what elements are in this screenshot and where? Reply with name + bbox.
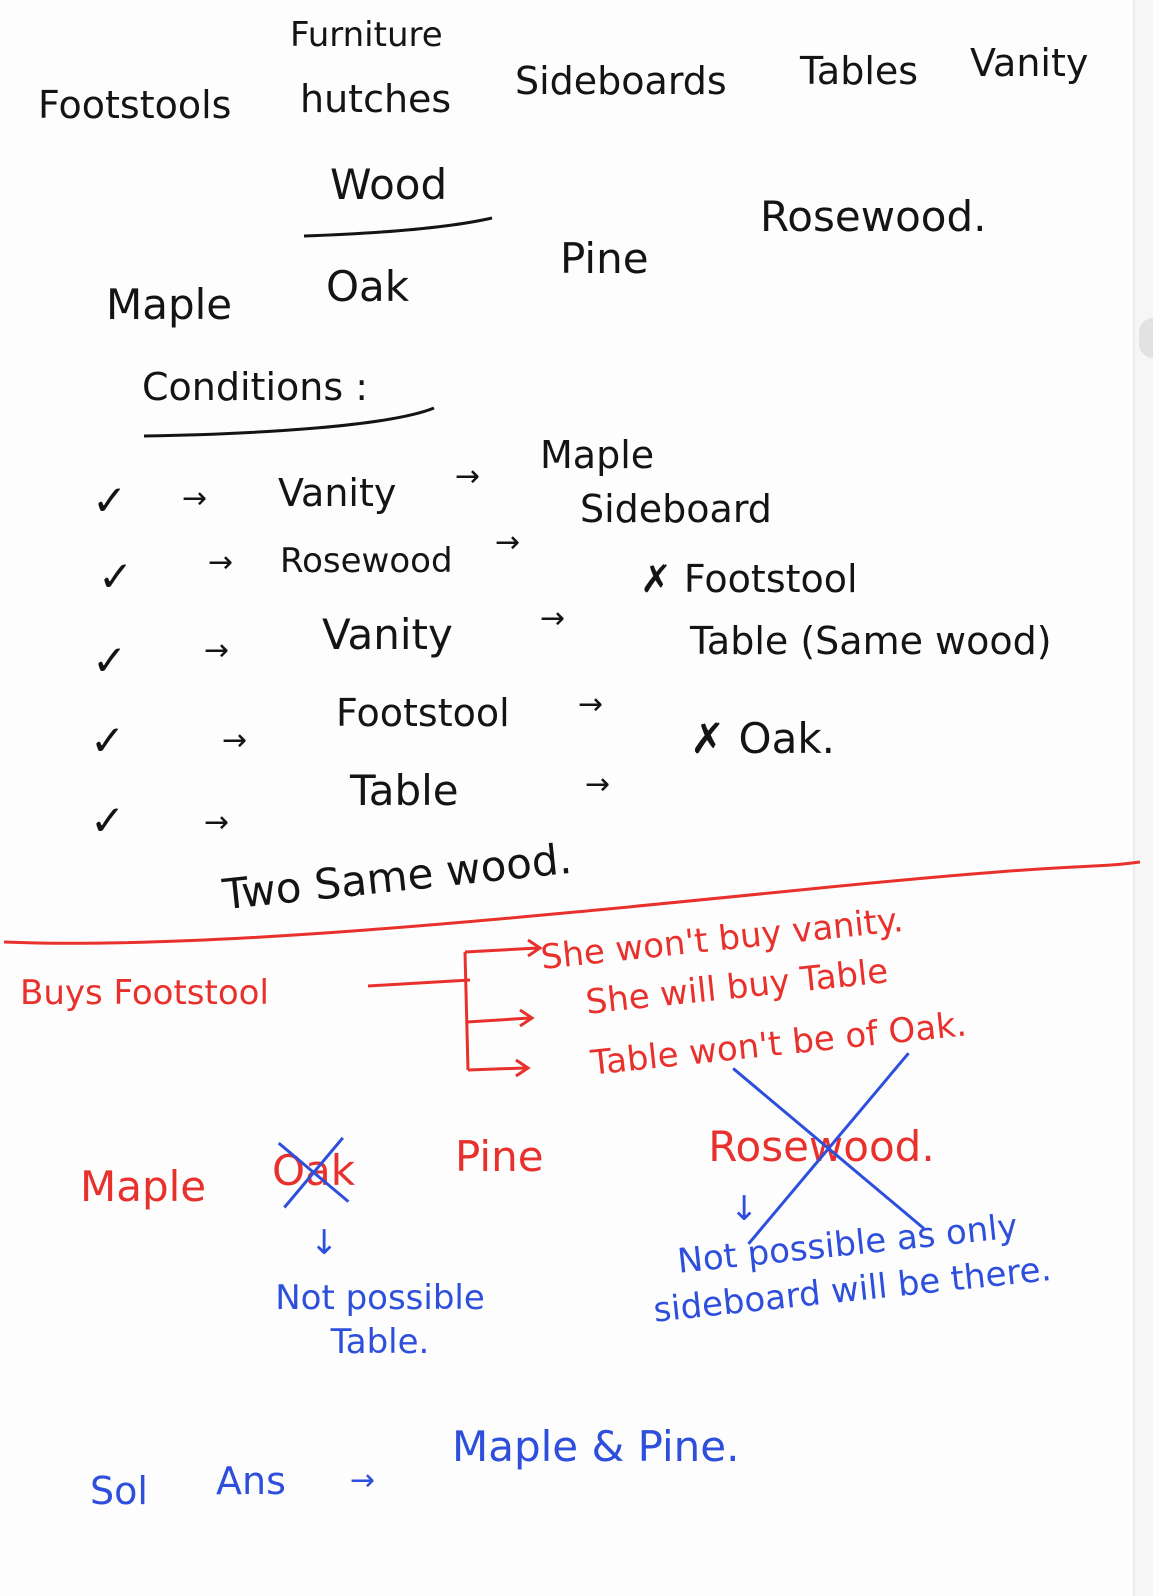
arrow-icon: → <box>208 545 234 580</box>
deduction-wood-pine: Pine <box>455 1132 544 1181</box>
wood-oak: Oak <box>326 262 410 311</box>
furniture-item-tables: Tables <box>800 49 919 93</box>
arrow-icon: → <box>578 687 604 722</box>
arrow-icon: → <box>585 767 611 802</box>
arrow-icon: → <box>540 601 566 636</box>
wood-title: Wood <box>330 160 448 209</box>
condition-rhs: Table (Same wood) <box>690 619 1052 663</box>
arrow-icon: → <box>182 481 208 516</box>
deduction-wood-oak-crossed: Oak <box>272 1146 356 1195</box>
check-icon: ✓ <box>90 796 126 845</box>
down-arrow-icon: ↓ <box>730 1189 759 1229</box>
condition-lhs: Vanity <box>278 471 397 515</box>
wood-rosewood: Rosewood. <box>760 192 987 241</box>
arrow-icon: → <box>204 633 230 668</box>
furniture-item-hutches: hutches <box>300 77 452 121</box>
furniture-item-footstools: Footstools <box>38 83 232 127</box>
condition-lhs: Table <box>350 766 459 815</box>
deduction-wood-rosewood-crossed: Rosewood. <box>708 1122 935 1171</box>
answer-prefix: Sol <box>90 1469 148 1513</box>
condition-rhs: ✗ Footstool <box>640 557 858 601</box>
scroll-handle[interactable] <box>1139 318 1153 358</box>
condition-lhs: Rosewood <box>280 541 453 581</box>
wood-maple: Maple <box>106 280 233 329</box>
arrow-icon: → <box>204 805 230 840</box>
conditions-underline <box>143 406 435 438</box>
condition-rhs: ✗ Oak. <box>690 714 836 763</box>
oak-note: Not possible Table. <box>275 1278 485 1363</box>
conditions-title: Conditions : <box>142 365 369 409</box>
rosewood-note: Not possible as only sideboard will be t… <box>651 1206 1054 1331</box>
check-icon: ✓ <box>92 476 128 525</box>
section-divider <box>3 860 1141 945</box>
down-arrow-icon: ↓ <box>310 1223 339 1263</box>
furniture-title: Furniture <box>290 15 443 55</box>
arrow-icon: → <box>455 459 481 494</box>
answer-value: Maple & Pine. <box>452 1422 740 1471</box>
condition-lhs: Vanity <box>322 610 453 659</box>
answer-label: Ans <box>216 1459 286 1503</box>
wood-underline <box>303 216 493 238</box>
arrow-icon: → <box>350 1463 376 1498</box>
wood-pine: Pine <box>560 234 649 283</box>
furniture-item-vanity: Vanity <box>970 41 1089 85</box>
branch-arrows <box>367 938 543 1078</box>
check-icon: ✓ <box>90 716 126 765</box>
furniture-item-sideboards: Sideboards <box>515 59 727 103</box>
condition-lhs: Footstool <box>336 691 510 735</box>
condition-rhs: Sideboard <box>580 487 772 531</box>
check-icon: ✓ <box>92 636 128 685</box>
deduction-premise: Buys Footstool <box>20 973 269 1013</box>
page-edge <box>1133 0 1153 1596</box>
check-icon: ✓ <box>98 552 134 601</box>
deduction-wood-maple: Maple <box>80 1162 207 1211</box>
arrow-icon: → <box>222 723 248 758</box>
arrow-icon: → <box>495 525 521 560</box>
condition-rhs: Maple <box>540 433 655 477</box>
